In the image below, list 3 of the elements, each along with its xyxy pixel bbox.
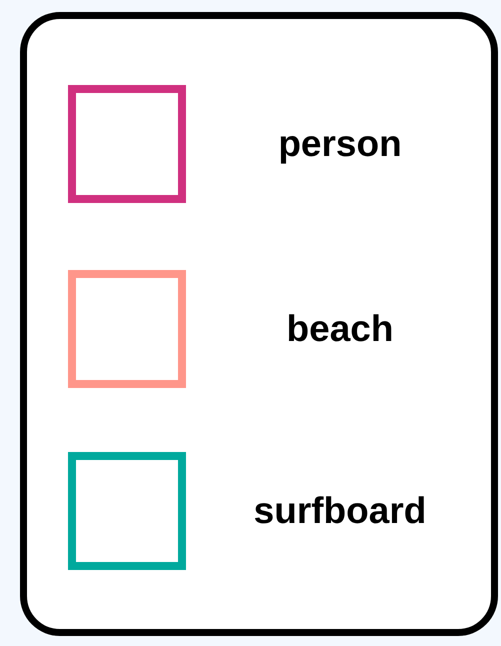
legend-label: beach <box>286 307 394 351</box>
legend-label: person <box>277 122 403 166</box>
legend-label: surfboard <box>252 489 428 533</box>
